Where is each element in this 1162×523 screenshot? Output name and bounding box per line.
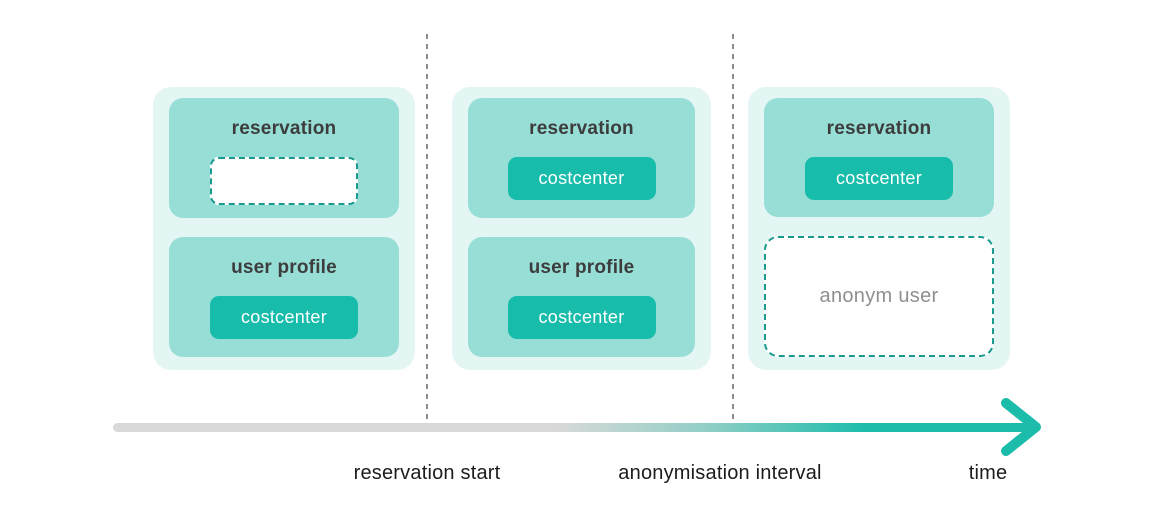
card-title: reservation bbox=[826, 118, 932, 139]
anonymisation-interval-label: anonymisation interval bbox=[618, 462, 822, 484]
reservation-start-label: reservation start bbox=[353, 462, 501, 484]
costcenter-badge: costcenter bbox=[805, 157, 953, 200]
panel-before-reservation-start: reservation user profile costcenter bbox=[153, 87, 415, 370]
timeline-axis bbox=[113, 423, 1033, 432]
reservation-start-separator-line bbox=[426, 34, 428, 433]
anonym-user-box: anonym user bbox=[764, 236, 994, 357]
arrow-right-icon bbox=[1001, 398, 1041, 456]
panel-active-reservation: reservation costcenter user profile cost… bbox=[452, 87, 711, 370]
costcenter-badge: costcenter bbox=[507, 296, 656, 339]
panel-after-anonymisation: reservation costcenter anonym user bbox=[748, 87, 1010, 370]
card-title: reservation bbox=[529, 118, 634, 139]
reservation-card: reservation costcenter bbox=[764, 98, 994, 218]
time-axis-label: time bbox=[968, 462, 1008, 484]
costcenter-badge: costcenter bbox=[210, 296, 358, 339]
reservation-card: reservation costcenter bbox=[468, 98, 695, 218]
card-title: user profile bbox=[528, 257, 635, 278]
anonym-user-label: anonym user bbox=[819, 285, 939, 308]
reservation-card: reservation bbox=[169, 98, 399, 218]
user-profile-card: user profile costcenter bbox=[169, 237, 399, 357]
costcenter-badge: costcenter bbox=[507, 157, 656, 200]
card-title: user profile bbox=[231, 257, 337, 278]
anonymisation-interval-separator-line bbox=[732, 34, 734, 433]
user-profile-card: user profile costcenter bbox=[468, 237, 695, 357]
card-title: reservation bbox=[231, 118, 337, 139]
empty-costcenter-placeholder bbox=[210, 157, 358, 205]
